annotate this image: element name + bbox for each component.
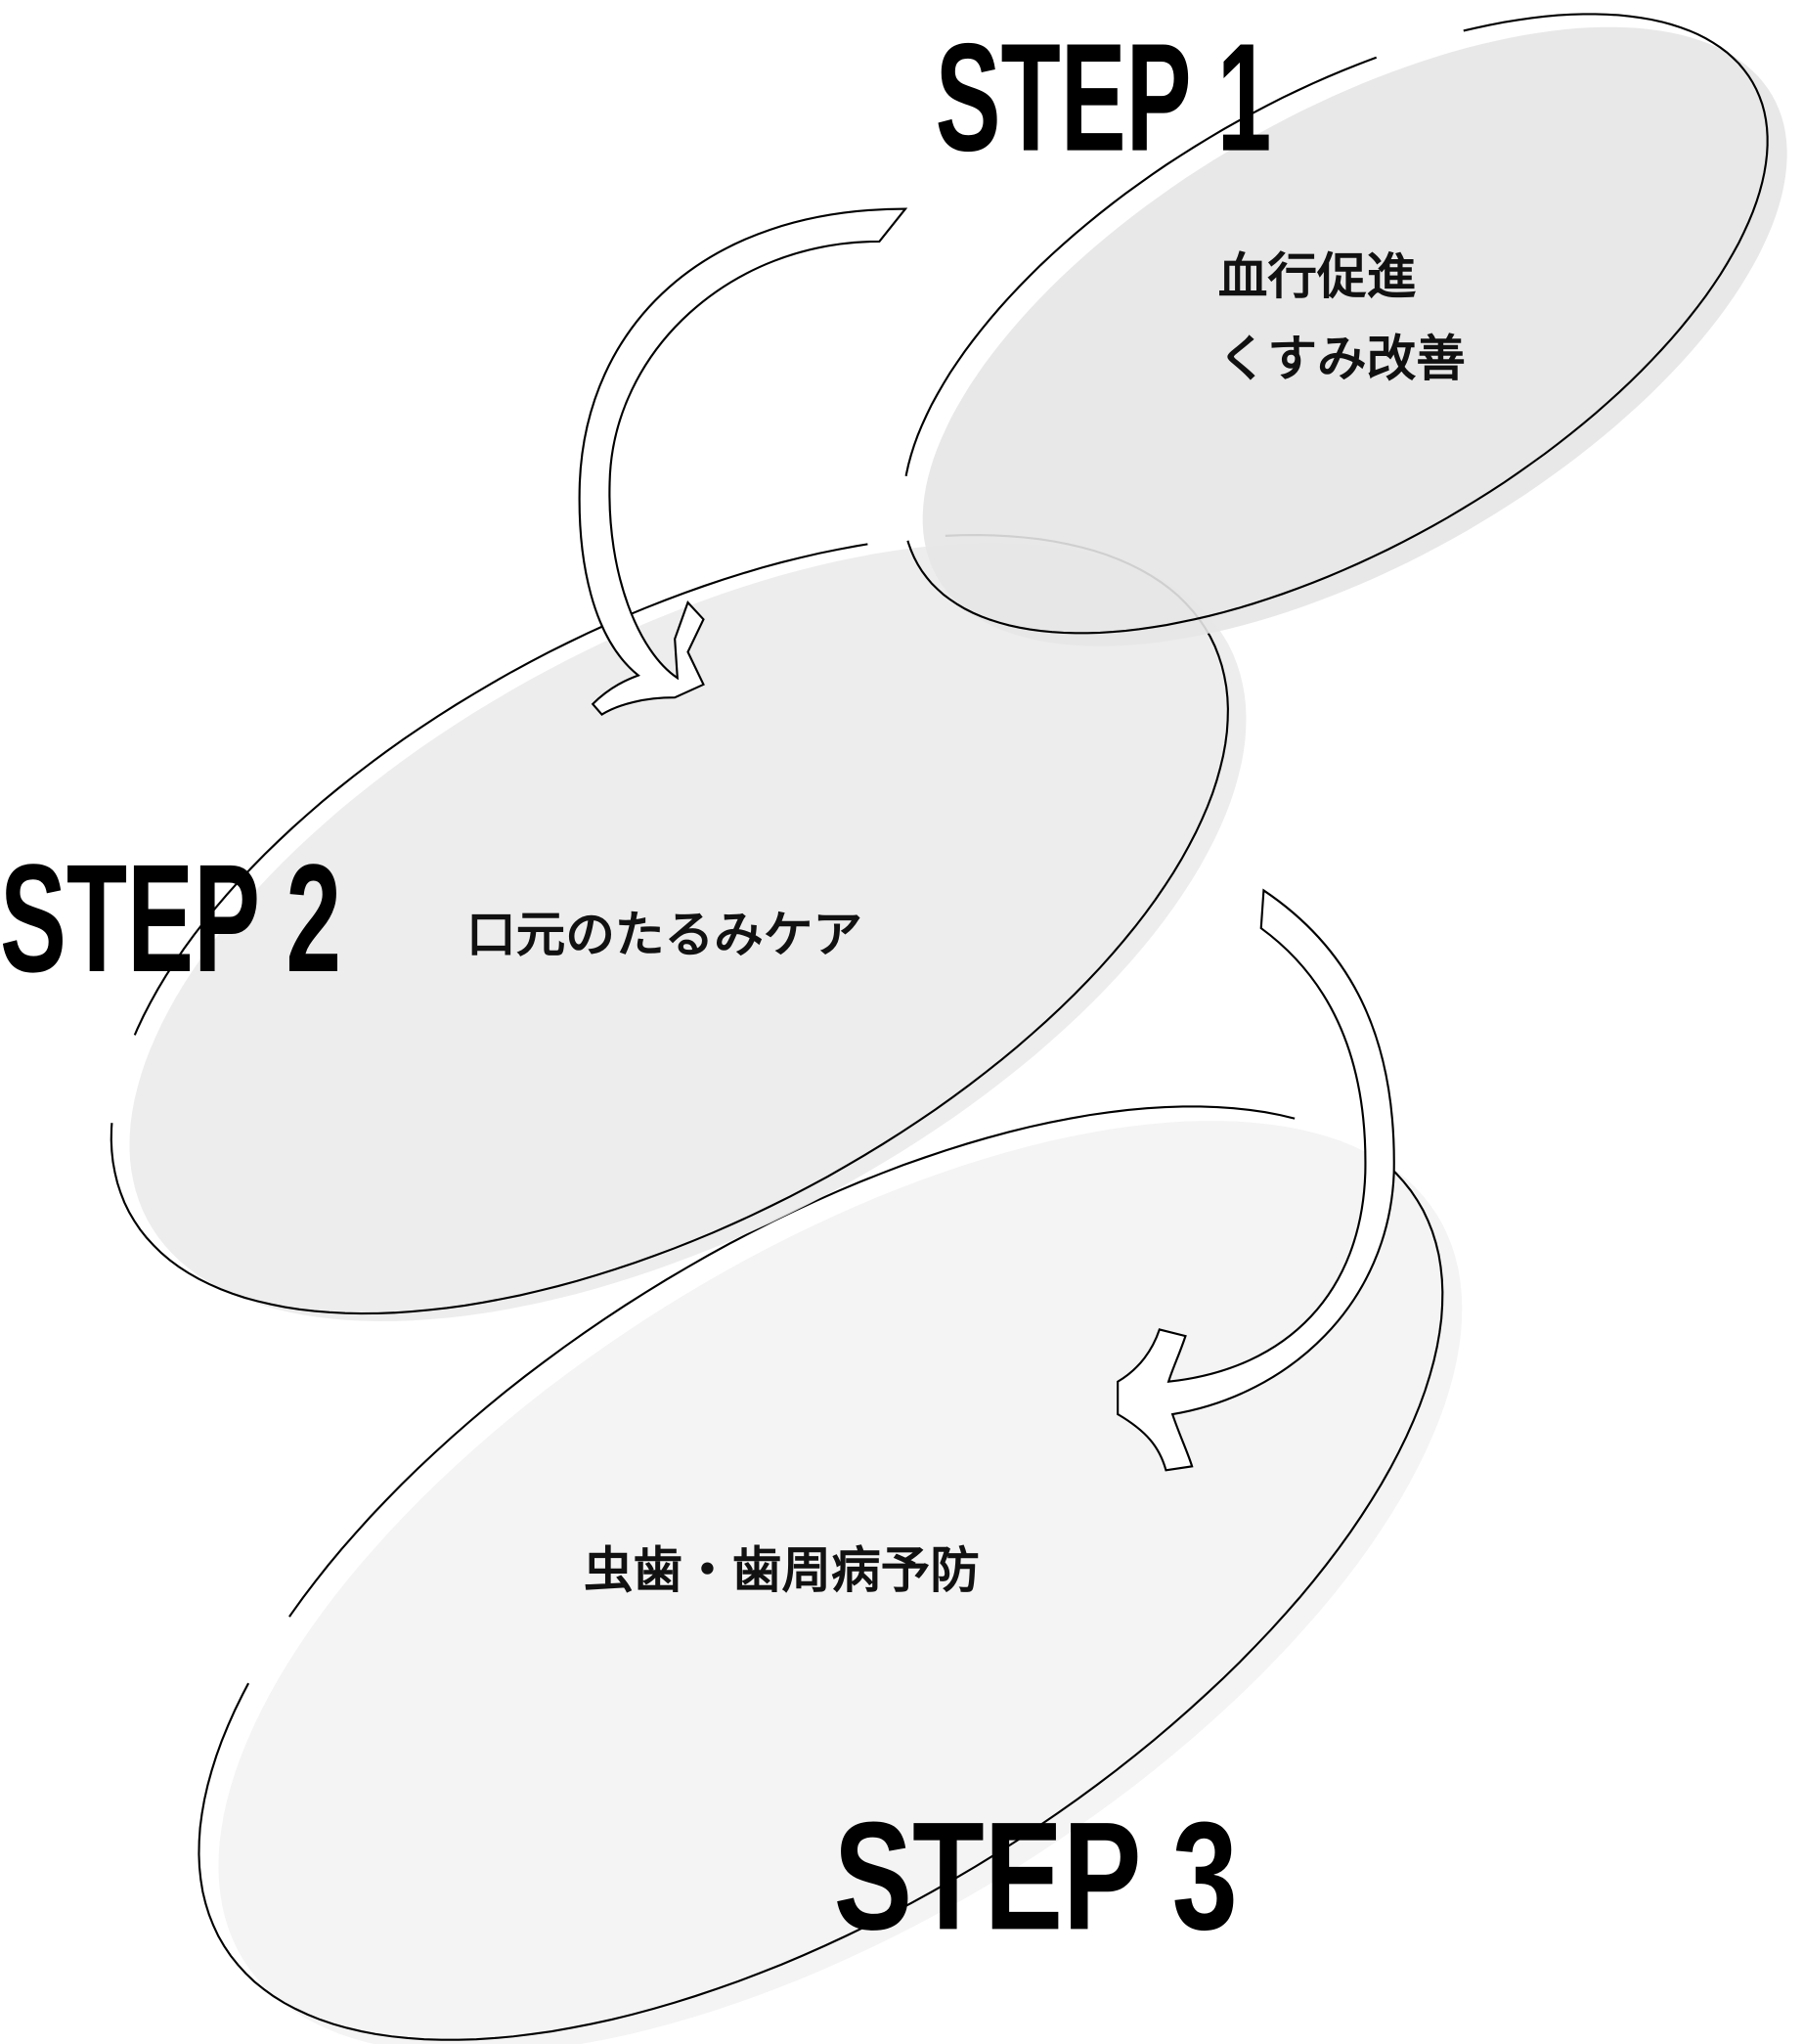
step-1-benefit-line-1: 血行促進 xyxy=(1218,247,1417,305)
step-1-benefit-line-2: くすみ改善 xyxy=(1218,330,1466,387)
step-2-label: STEP 2 xyxy=(0,833,341,1004)
step-2-benefit: 口元のたるみケア xyxy=(466,906,862,963)
step-1-outline xyxy=(902,13,1769,635)
step-1-fill xyxy=(922,26,1787,646)
step-2-outline xyxy=(110,534,1229,1315)
curved-arrow-icon xyxy=(1117,888,1395,1472)
step-2-fill xyxy=(129,543,1247,1322)
curved-arrow-icon xyxy=(578,207,908,716)
step-3-label: STEP 3 xyxy=(834,1791,1238,1962)
step-3-outline xyxy=(198,1105,1444,2041)
step-1-label: STEP 1 xyxy=(936,13,1272,184)
step-1-group xyxy=(902,13,1787,646)
step-2-group xyxy=(110,534,1247,1322)
step-3-benefit: 虫歯・歯周病予防 xyxy=(584,1541,980,1599)
